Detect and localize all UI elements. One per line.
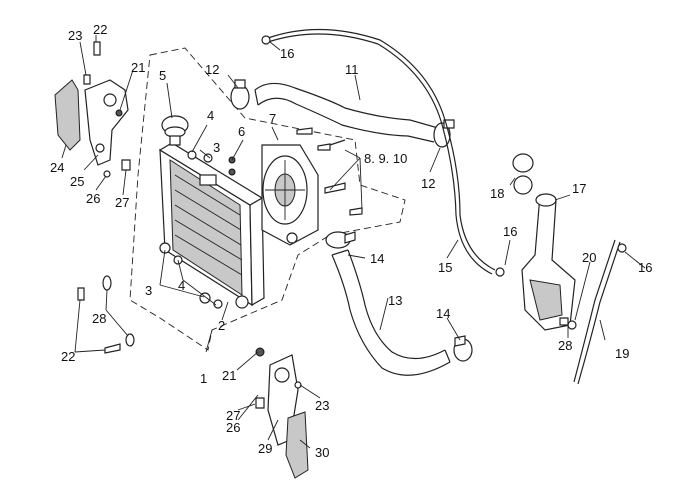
callout-6: 6 [238, 124, 245, 139]
coolant-reservoir [521, 193, 576, 331]
callout-16: 16 [638, 260, 652, 275]
callout-16: 16 [503, 224, 517, 239]
callout-28: 28 [558, 338, 572, 353]
lower-hose [331, 249, 451, 376]
assembly-boundary [129, 47, 406, 351]
reservoir-bolt [567, 320, 577, 330]
callout-28: 28 [92, 311, 106, 326]
overflow-tube [267, 28, 496, 271]
hose-clamps-12 [230, 79, 455, 148]
callout-25: 25 [70, 174, 84, 189]
clip-16-mid [495, 267, 505, 277]
callout-26: 26 [226, 420, 240, 435]
reservoir-cap [512, 153, 534, 195]
callout-4: 4 [178, 278, 185, 293]
callout-12: 12 [205, 62, 219, 77]
callout-27: 27 [226, 408, 240, 423]
callout-20: 20 [582, 250, 596, 265]
radiator-fasteners [159, 150, 236, 309]
callout-22: 22 [93, 22, 107, 37]
callout-21: 21 [131, 60, 145, 75]
callout-3: 3 [145, 283, 152, 298]
fan-bolts [296, 127, 363, 216]
callout-29: 29 [258, 441, 272, 456]
left-fasteners [77, 41, 135, 354]
upper-hose [254, 82, 439, 143]
callout-23: 23 [315, 398, 329, 413]
callout-22: 22 [61, 349, 75, 364]
callout-14: 14 [436, 306, 450, 321]
radiator-cap [161, 115, 189, 146]
callout-27: 27 [115, 195, 129, 210]
callout-17: 17 [572, 181, 586, 196]
clip-16-right [617, 243, 627, 253]
callout-4: 4 [207, 108, 214, 123]
callout-12: 12 [421, 176, 435, 191]
reservoir-washer [559, 317, 569, 326]
callout-11: 11 [345, 62, 359, 77]
callout-7: 7 [269, 111, 276, 126]
callout-15: 15 [438, 260, 452, 275]
callout-24: 24 [50, 160, 64, 175]
callout-3: 3 [213, 140, 220, 155]
lower-bracket [255, 347, 309, 479]
reservoir-tube [573, 239, 616, 383]
left-bracket [54, 79, 129, 166]
callout-21: 21 [222, 368, 236, 383]
hose-clamps-14 [325, 231, 473, 362]
callout-23: 23 [68, 28, 82, 43]
cooling-fan [261, 144, 319, 246]
callout-26: 26 [86, 191, 100, 206]
callout-30: 30 [315, 445, 329, 460]
callout-8-9-10: 8. 9. 10 [364, 151, 407, 166]
callout-16: 16 [280, 46, 294, 61]
clip-16-top [261, 35, 271, 45]
radiator [158, 142, 265, 309]
callout-labels: 1 2 3 3 4 4 5 6 7 8. 9. 10 11 12 12 13 1… [50, 22, 652, 460]
callout-14: 14 [370, 251, 384, 266]
callout-5: 5 [159, 68, 166, 83]
leader-lines [61, 35, 646, 449]
callout-13: 13 [388, 293, 402, 308]
callout-1: 1 [200, 371, 207, 386]
callout-2: 2 [218, 318, 225, 333]
callout-18: 18 [490, 186, 504, 201]
callout-19: 19 [615, 346, 629, 361]
